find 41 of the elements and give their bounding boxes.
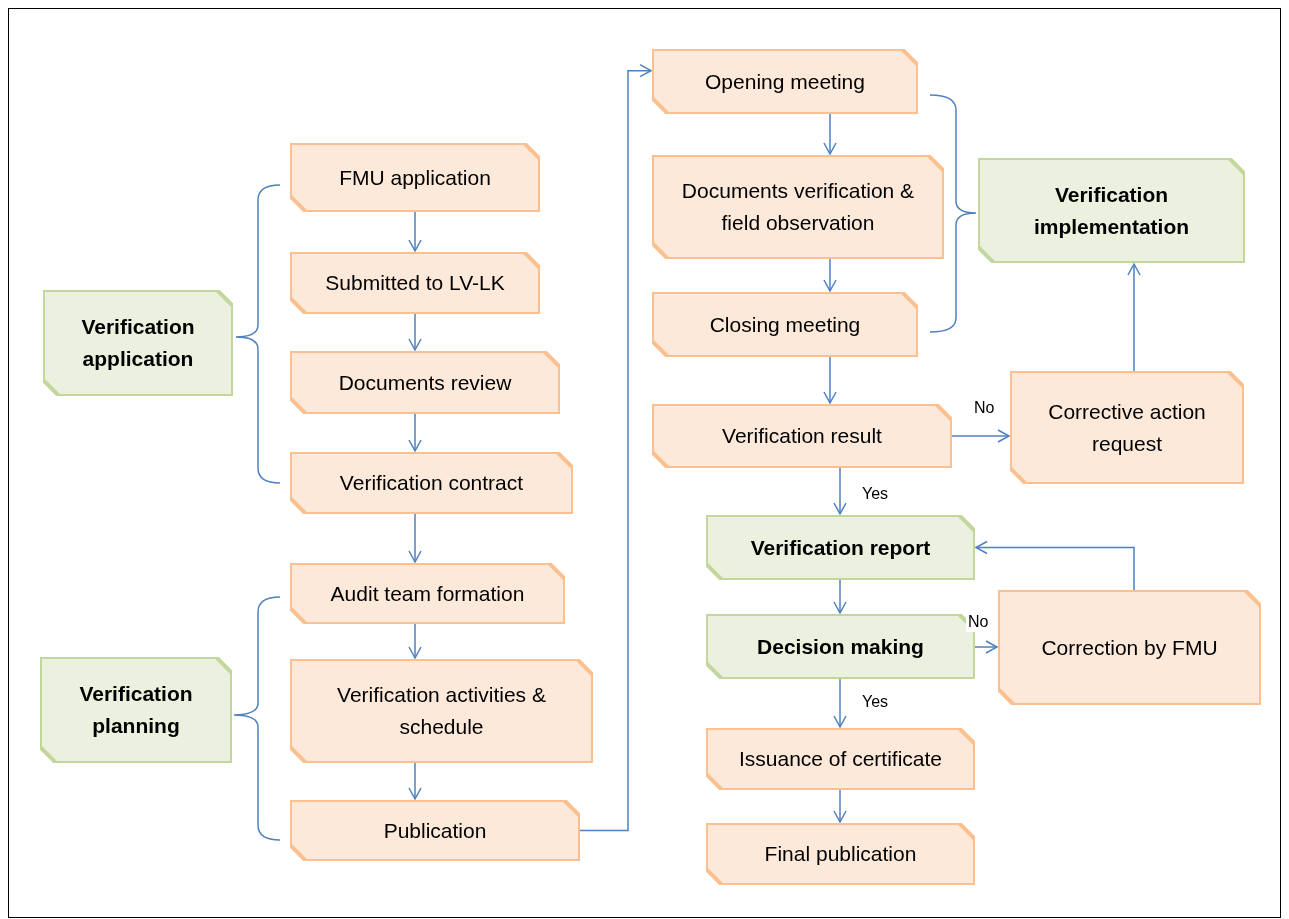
box-label: Verification report [749,534,932,561]
box-label: Verification contract [338,470,525,496]
box-label: Documents review [337,369,513,396]
process-box [290,351,560,414]
process-box [652,292,918,357]
process-box [706,823,975,885]
edge-label: No [966,612,991,632]
process-box [706,728,975,790]
process-box [290,452,573,514]
box-label: FMU application [338,164,492,191]
stage-box [706,515,975,580]
process-box [652,155,944,259]
process-box [1010,371,1244,484]
stage-box [43,290,233,396]
arrow [1127,263,1141,372]
box-label: Closing meeting [708,311,862,338]
process-box [652,49,918,114]
box-label: Corrective action request [1047,398,1207,457]
box-label: Verification activities & schedule [336,682,547,740]
box-label: Documents verification & field observation [680,178,916,236]
process-box [290,143,540,212]
process-box [290,252,540,314]
process-box [290,563,565,624]
box-label: Issuance of certificate [737,746,944,772]
box-label: Verification result [721,423,883,449]
process-box [290,800,580,861]
box-label: Publication [382,817,488,844]
box-label: Correction by FMU [1040,634,1219,661]
stage-box [978,158,1245,263]
box-label: Final publication [763,841,918,867]
box-label: Verification implementation [1032,181,1191,240]
stage-box [40,657,232,763]
box-label: Opening meeting [704,68,866,95]
box-label: Verification application [80,314,196,372]
box-label: Submitted to LV-LK [324,270,506,296]
box-label: Decision making [756,633,925,660]
process-box [998,590,1261,705]
process-box [290,659,593,763]
process-box [652,404,952,468]
box-label: Verification planning [78,681,194,739]
box-label: Audit team formation [329,580,526,607]
